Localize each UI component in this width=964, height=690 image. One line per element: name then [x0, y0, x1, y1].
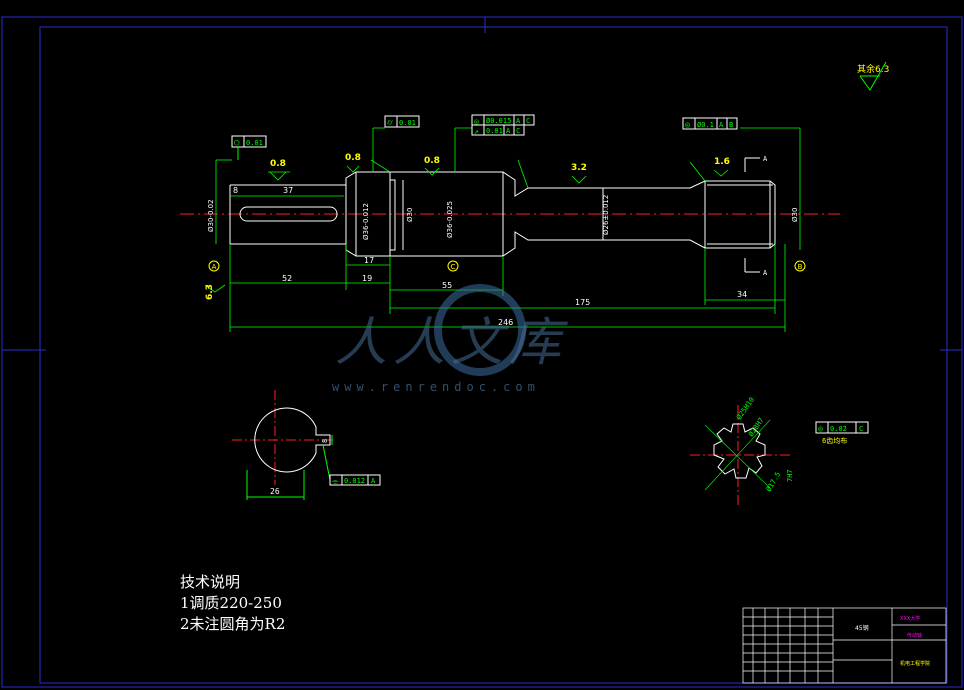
dim-175: 175: [575, 298, 590, 307]
diameter-labels: Ø30-0.02 Ø36-0.012 Ø30 Ø36-0.025 Ø26±0.0…: [207, 195, 799, 240]
spline-dim-3: Ø17.5: [765, 471, 782, 493]
tol-6-value: 0.012: [344, 477, 365, 485]
company-label: 机电工程学院: [900, 660, 930, 667]
tol-7-datum: C: [859, 425, 863, 433]
tol-4-datum-2: C: [516, 127, 520, 135]
roughness-2: 0.8: [345, 153, 361, 163]
spline-note: 6齿均布: [822, 436, 847, 445]
tol-3-symbol: ◎: [474, 117, 479, 126]
roughness-5: 1.6: [714, 157, 730, 167]
section-a-top: A: [763, 155, 768, 163]
tolerance-frame-4: ↗ 0.01 A C: [471, 124, 525, 136]
datum-labels: A C B: [212, 263, 803, 271]
dim-19: 19: [362, 274, 372, 283]
tol-5-symbol: ◎: [685, 120, 690, 129]
tol-5-value: Ø0.1: [697, 121, 714, 129]
tol-7-value: 0.02: [830, 425, 847, 433]
watermark-url: www.renrendoc.com: [332, 380, 540, 394]
tol-2-symbol: ⌭: [387, 118, 393, 127]
roughness-4: 3.2: [571, 163, 587, 173]
tol-7-symbol: ◎: [818, 424, 823, 433]
dia-neck: Ø26±0.012: [602, 195, 610, 235]
dim-37: 37: [283, 186, 293, 195]
spline-section-view: Ø25H10 Ø28H7 Ø17.5 7H7 6齿均布 ◎ 0.02 C: [690, 396, 869, 505]
datum-c: C: [451, 263, 456, 271]
datum-b: B: [798, 263, 803, 271]
tol-3-datum-2: C: [526, 117, 530, 125]
title-block: [742, 607, 947, 684]
general-roughness-label: 其余6.3: [857, 63, 889, 75]
tol-6-symbol: ⌯: [332, 477, 339, 486]
roughness-1: 0.8: [270, 159, 286, 169]
datum-a: A: [212, 263, 217, 271]
tol-1-value: 0.01: [246, 139, 263, 147]
notes-line-1: 1调质220-250: [180, 594, 282, 612]
notes-line-2: 2未注圆角为R2: [180, 615, 286, 633]
roughness-values: 0.8 0.8 0.8 3.2 1.6 6.3: [205, 153, 730, 300]
roughness-3: 0.8: [424, 156, 440, 166]
dia-groove: Ø30: [406, 208, 414, 222]
tolerance-frame-1: ○ 0.01: [231, 135, 267, 160]
tol-6-datum: A: [371, 477, 376, 485]
tol-4-symbol: ↗: [474, 127, 479, 136]
tol-2-value: 0.01: [399, 119, 416, 127]
watermark-text: 人人文库: [335, 313, 568, 373]
tol-5-datum-2: B: [729, 121, 733, 129]
sheet-inner-border: [39, 26, 948, 684]
dia-shoulder: Ø36-0.012: [362, 203, 370, 240]
part-label: 传动轴: [907, 632, 922, 639]
tolerance-frame-5: ◎ Ø0.1 A B: [682, 117, 738, 130]
tol-4-datum-1: A: [506, 127, 511, 135]
material-label: 45钢: [855, 624, 869, 632]
tolerance-frame-3: ◎ Ø0.015 A C: [471, 114, 535, 126]
school-label: XXX大学: [900, 615, 920, 622]
datum-markers: [208, 260, 806, 272]
section-a-bottom: A: [763, 269, 768, 277]
dia-right: Ø30: [791, 208, 799, 222]
section-arrows: A A: [744, 155, 768, 277]
general-roughness-symbol: 其余6.3: [857, 61, 889, 91]
sheet-outer-border: [1, 16, 963, 688]
title-block-texts: 45钢 XXX大学 传动轴 机电工程学院: [855, 615, 930, 667]
notes-title: 技术说明: [180, 573, 241, 591]
roughness-6: 6.3: [205, 284, 215, 300]
tol-3-datum-1: A: [516, 117, 521, 125]
dim-26: 26: [270, 487, 280, 496]
tol-1-symbol: ○: [234, 138, 240, 148]
technical-notes: 技术说明 1调质220-250 2未注圆角为R2: [180, 572, 285, 635]
dim-55: 55: [442, 281, 452, 290]
tol-5-datum-1: A: [719, 121, 724, 129]
dim-34: 34: [737, 290, 747, 299]
dia-mid: Ø36-0.025: [446, 201, 454, 238]
dim-17: 17: [364, 256, 374, 265]
shaft-outline: [229, 171, 776, 257]
tol-3-value: Ø0.015: [486, 117, 511, 125]
tol-4-value: 0.01: [486, 127, 503, 135]
spline-dim-4: 7H7: [786, 469, 794, 482]
dim-8-section: 8: [321, 439, 329, 443]
dim-52: 52: [282, 274, 292, 283]
dim-8-key: 8: [233, 186, 238, 195]
dia-left: Ø30-0.02: [207, 199, 215, 232]
tolerance-frame-2: ⌭ 0.01: [384, 115, 420, 128]
keyway-section-view: 26 8 ⌯ 0.012 A: [232, 390, 381, 500]
